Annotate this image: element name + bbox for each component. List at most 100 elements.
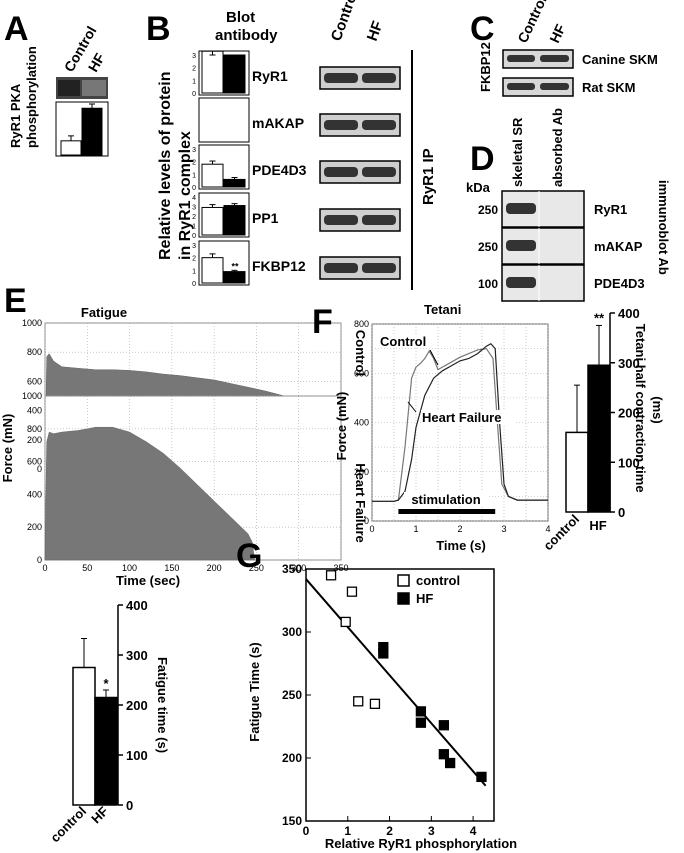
panel-d-kda-value: 250	[478, 240, 498, 254]
panel-b-band-control	[324, 167, 358, 177]
bar-b-ryr1-hf	[223, 54, 246, 94]
panel-b-significance: **	[231, 262, 239, 272]
panel-b-tick-label: 1	[192, 268, 196, 275]
panel-f-letter: F	[312, 303, 333, 341]
panel-f-label-pointer	[429, 349, 439, 366]
bar-b-fkbp12-hf	[223, 271, 246, 284]
panel-f-trace-label-hf: Heart Failure	[422, 410, 501, 425]
panel-b-tick-label: 3	[192, 243, 196, 250]
panel-b-blot-fkbp12	[319, 256, 401, 280]
panel-g-point-hf	[378, 648, 389, 659]
panel-g-legend-label-hf: HF	[416, 591, 433, 606]
panel-f-trace-heart-failure	[372, 342, 548, 502]
panel-f-bar-tick-label: 400	[618, 306, 640, 321]
panel-g-point-hf	[444, 757, 456, 769]
panel-e-xtick-label: 200	[207, 563, 222, 573]
bar-b-pp1-control	[201, 206, 224, 236]
panel-c-blot-rat	[502, 77, 574, 97]
panel-e-ytick-label: 0	[37, 464, 42, 474]
panel-b-plot-frame-pde4d3	[198, 144, 250, 190]
panel-f-stimulation-bar	[398, 509, 496, 514]
panel-g-ytick-label: 300	[282, 625, 302, 639]
panel-b-tick-label: 1	[192, 224, 196, 231]
panel-c-row-canine: Canine SKM	[582, 52, 658, 67]
panel-a-lane-hf: HF	[85, 50, 108, 75]
panel-b-band-control	[324, 263, 358, 273]
panel-b-tick-label: 3	[192, 147, 196, 154]
panel-f-xtick-label: 3	[501, 524, 506, 534]
panel-c-band-canine-control	[507, 55, 535, 62]
panel-b-tick-label: 1	[192, 78, 196, 85]
panel-d-row-label: RyR1	[594, 202, 627, 217]
panel-b-band-hf	[362, 215, 396, 225]
panel-b-lane-hf: HF	[364, 19, 387, 44]
panel-f-xtick-label: 0	[369, 524, 374, 534]
panel-f-bar-tick-label: 300	[618, 356, 640, 371]
panel-d-kda: kDa	[466, 180, 491, 195]
panel-g-xtick-label: 2	[386, 824, 393, 838]
panel-b-tick-label: 2	[192, 256, 196, 263]
panel-b-tick-label: 1	[192, 172, 196, 179]
panel-c-row-rat: Rat SKM	[582, 80, 635, 95]
panel-e-bar-tick-label: 300	[126, 648, 148, 663]
panel-c-band-rat-hf	[540, 83, 569, 90]
panel-f-bar-ylabel: Tetani half contraction time (ms)	[633, 324, 665, 496]
panel-f-bar-category: HF	[589, 518, 606, 533]
panel-e-trace-heart-failure	[44, 426, 255, 561]
panel-f-stimulation-label-bg	[404, 492, 488, 506]
panel-f-significance: **	[594, 310, 605, 325]
panel-e-xtick-label: 100	[122, 563, 137, 573]
panel-d-letter: D	[470, 140, 495, 178]
panel-b-tick-label: 2	[192, 214, 196, 221]
panel-e-xtick-label: 300	[291, 563, 306, 573]
panel-b-band-control	[324, 215, 358, 225]
panel-b-lane-control: Control	[328, 0, 362, 43]
bar-b-pde4d3-control	[201, 163, 224, 188]
bar-a-1	[81, 107, 103, 156]
panel-b-tick-label: 0	[192, 281, 196, 288]
panel-b-ylabel: Relative levels of protein in RyR1 compl…	[157, 67, 194, 260]
panel-f-ytick-label: 600	[354, 368, 369, 378]
panel-d-kda-value: 100	[478, 277, 498, 291]
panel-e-ytick-label: 400	[27, 489, 42, 499]
panel-b-tick-label: 4	[192, 195, 196, 202]
panel-g-point-control	[353, 696, 364, 707]
bar-b-ryr1-control	[201, 50, 224, 94]
panel-c-letter: C	[470, 10, 495, 48]
bar-b-pde4d3-hf	[223, 178, 246, 188]
panel-b-letter: B	[146, 10, 171, 48]
panel-e-xlabel: Time (sec)	[116, 573, 180, 588]
panel-d-band-skeletal	[506, 277, 536, 288]
panel-d-band-skeletal	[506, 203, 536, 214]
panel-b-band-control	[324, 73, 358, 83]
panel-e-xtick-label: 350	[333, 563, 348, 573]
panel-e-bar-tick-label: 0	[126, 798, 133, 813]
panel-b-header-antibody: antibody	[215, 27, 278, 44]
panel-f-xlabel: Time (s)	[436, 538, 486, 553]
panel-e-ytick-label: 600	[27, 376, 42, 386]
panel-e-xtick-label: 0	[42, 563, 47, 573]
panel-c-blot-canine	[502, 49, 574, 69]
panel-f-stimulation-label: stimulation	[411, 492, 480, 507]
panel-f-xtick-label: 1	[413, 524, 418, 534]
panel-f-label-bg	[421, 410, 515, 424]
panel-b: B Blot antibody Control HF Relative leve…	[146, 0, 437, 290]
bar-e-control	[72, 666, 96, 806]
panel-c-lane-hf: HF	[546, 21, 569, 45]
panel-b-band-hf	[362, 263, 396, 273]
panel-g-legend-marker-control	[397, 574, 410, 587]
panel-f-ytick-label: 400	[354, 418, 369, 428]
panel-b-header-blot: Blot	[226, 9, 255, 26]
panel-g-xtick-label: 1	[344, 824, 351, 838]
panel-e-significance: *	[103, 676, 109, 691]
panel-d-kda-value: 250	[478, 203, 498, 217]
panel-g-fit-line	[305, 578, 487, 787]
panel-e-bar-category: HF	[88, 803, 111, 826]
panel-d-row-label: mAKAP	[594, 239, 643, 254]
panel-e-ytick-label: 200	[27, 522, 42, 532]
panel-e-ytick-label: 1000	[22, 318, 42, 328]
panel-d-band-skeletal	[506, 240, 536, 251]
panel-g-xlabel: Relative RyR1 phosphorylation	[325, 836, 517, 851]
panel-e-xtick-label: 50	[82, 563, 92, 573]
